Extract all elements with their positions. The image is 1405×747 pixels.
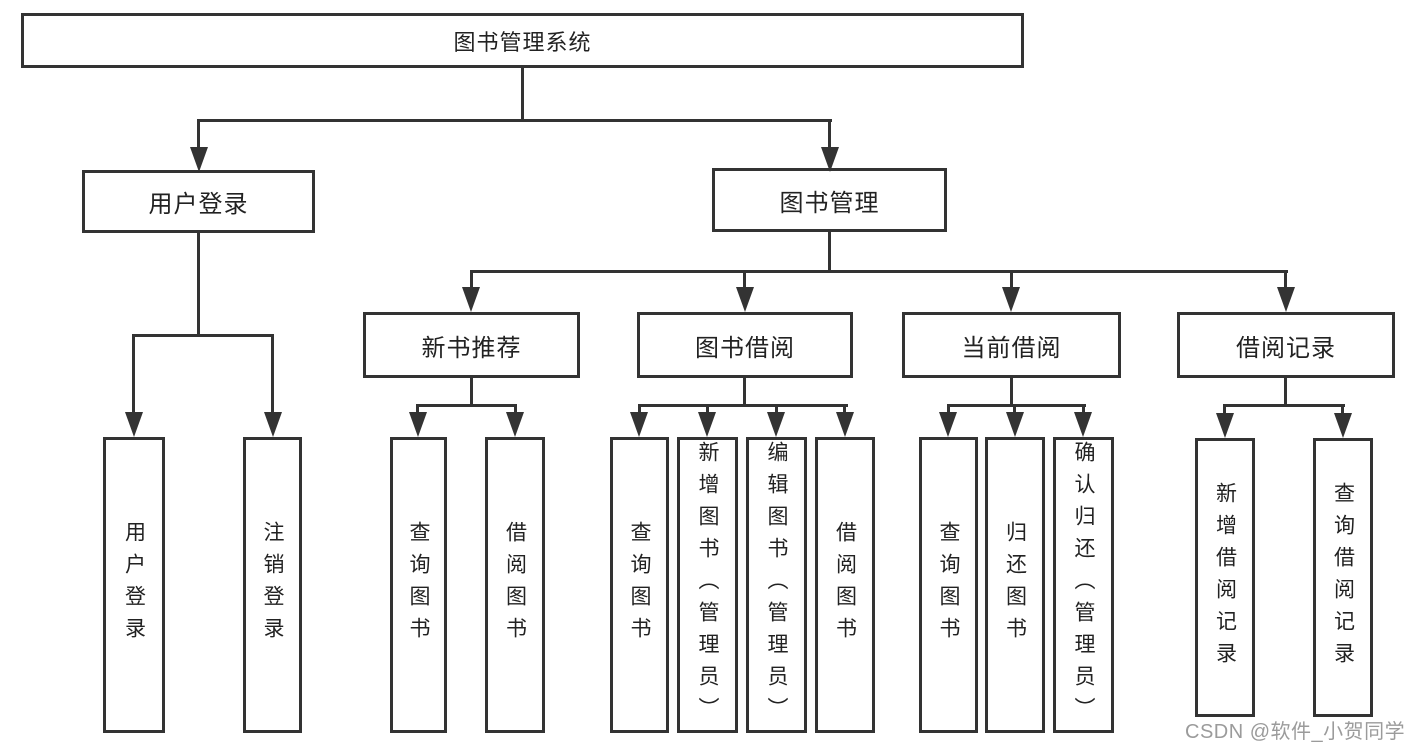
arrowhead-icon xyxy=(939,412,957,437)
arrowhead-icon xyxy=(1002,287,1020,312)
csdn-watermark: CSDN @软件_小贺同学 xyxy=(1185,721,1405,743)
connector-line xyxy=(947,404,950,416)
node-label: 借阅图书 xyxy=(503,521,527,649)
arrowhead-icon xyxy=(736,287,754,312)
arrowhead-icon xyxy=(409,412,427,437)
arrowhead-icon xyxy=(821,147,839,172)
connector-line xyxy=(1284,270,1287,290)
connector-line xyxy=(828,119,831,152)
connector-line xyxy=(514,404,517,416)
leaf-node-edit-book-admin: 编辑图书（管理员） xyxy=(746,437,807,733)
arrowhead-icon xyxy=(264,412,282,437)
leaf-node-query-books-2: 查询图书 xyxy=(610,437,669,733)
node-label: 图书管理 xyxy=(779,189,880,217)
node-label: 确认归还（管理员） xyxy=(1072,441,1095,729)
node-label: 当前借阅 xyxy=(961,334,1062,362)
node-book-borrowing: 图书借阅 xyxy=(637,312,853,378)
connector-line xyxy=(743,270,746,290)
node-library-management-system: 图书管理系统 xyxy=(21,13,1024,68)
node-label: 新增图书（管理员） xyxy=(696,441,719,729)
arrowhead-icon xyxy=(1334,413,1352,438)
node-label: 用户登录 xyxy=(122,521,146,649)
node-label: 新增借阅记录 xyxy=(1213,481,1237,674)
node-label: 查询借阅记录 xyxy=(1331,481,1355,674)
connector-line xyxy=(470,270,473,290)
connector-line xyxy=(638,404,848,407)
arrowhead-icon xyxy=(767,412,785,437)
node-label: 查询图书 xyxy=(407,521,430,649)
leaf-node-user-login: 用户登录 xyxy=(103,437,165,733)
node-label: 编辑图书（管理员） xyxy=(765,441,788,729)
connector-line xyxy=(1013,404,1016,416)
connector-line xyxy=(521,68,524,122)
connector-line xyxy=(132,334,274,337)
connector-line xyxy=(1010,378,1013,407)
connector-line xyxy=(197,119,832,122)
connector-line xyxy=(828,232,831,273)
arrowhead-icon xyxy=(125,412,143,437)
leaf-node-add-book-admin: 新增图书（管理员） xyxy=(677,437,738,733)
connector-line xyxy=(132,334,135,414)
node-label: 用户登录 xyxy=(148,191,249,218)
connector-line xyxy=(1223,404,1226,416)
connector-line xyxy=(470,270,1288,273)
arrowhead-icon xyxy=(190,147,208,172)
connector-line xyxy=(706,404,709,416)
connector-line xyxy=(1010,270,1013,290)
node-label: 新书推荐 xyxy=(421,334,522,362)
arrowhead-icon xyxy=(1277,287,1295,312)
node-label: 注销登录 xyxy=(261,521,284,649)
arrowhead-icon xyxy=(630,412,648,437)
connector-line xyxy=(271,334,274,414)
node-label: 借阅记录 xyxy=(1236,334,1336,362)
connector-line xyxy=(416,404,419,416)
node-label: 借阅图书 xyxy=(833,521,857,649)
node-user-login: 用户登录 xyxy=(82,170,315,233)
leaf-node-confirm-return-admin: 确认归还（管理员） xyxy=(1053,437,1114,733)
node-label: 查询图书 xyxy=(937,521,960,649)
leaf-node-logout: 注销登录 xyxy=(243,437,302,733)
leaf-node-add-borrow-record: 新增借阅记录 xyxy=(1195,438,1255,717)
node-current-borrowing: 当前借阅 xyxy=(902,312,1121,378)
connector-line xyxy=(1223,404,1345,407)
leaf-node-return-book: 归还图书 xyxy=(985,437,1045,733)
connector-line xyxy=(775,404,778,416)
connector-line xyxy=(416,404,517,407)
leaf-node-query-books-1: 查询图书 xyxy=(390,437,447,733)
arrowhead-icon xyxy=(1074,412,1092,437)
connector-line xyxy=(947,404,1086,407)
connector-line xyxy=(197,233,200,337)
connector-line xyxy=(470,378,473,407)
node-label: 查询图书 xyxy=(628,521,651,649)
node-book-management: 图书管理 xyxy=(712,168,947,232)
leaf-node-query-borrow-record: 查询借阅记录 xyxy=(1313,438,1373,717)
connector-line xyxy=(638,404,641,416)
connector-line xyxy=(1341,404,1344,416)
arrowhead-icon xyxy=(506,412,524,437)
arrowhead-icon xyxy=(462,287,480,312)
node-label: 归还图书 xyxy=(1003,521,1027,649)
leaf-node-borrow-books-2: 借阅图书 xyxy=(815,437,875,733)
arrowhead-icon xyxy=(1006,412,1024,437)
arrowhead-icon xyxy=(836,412,854,437)
node-new-book-recommend: 新书推荐 xyxy=(363,312,580,378)
connector-line xyxy=(743,378,746,407)
connector-line xyxy=(843,404,846,416)
leaf-node-borrow-books-1: 借阅图书 xyxy=(485,437,545,733)
node-label: 图书管理系统 xyxy=(453,29,592,55)
connector-line xyxy=(1082,404,1085,416)
arrowhead-icon xyxy=(698,412,716,437)
leaf-node-query-books-3: 查询图书 xyxy=(919,437,978,733)
node-borrowing-records: 借阅记录 xyxy=(1177,312,1395,378)
connector-line xyxy=(197,119,200,152)
arrowhead-icon xyxy=(1216,413,1234,438)
node-label: 图书借阅 xyxy=(695,334,795,362)
connector-line xyxy=(1284,378,1287,407)
